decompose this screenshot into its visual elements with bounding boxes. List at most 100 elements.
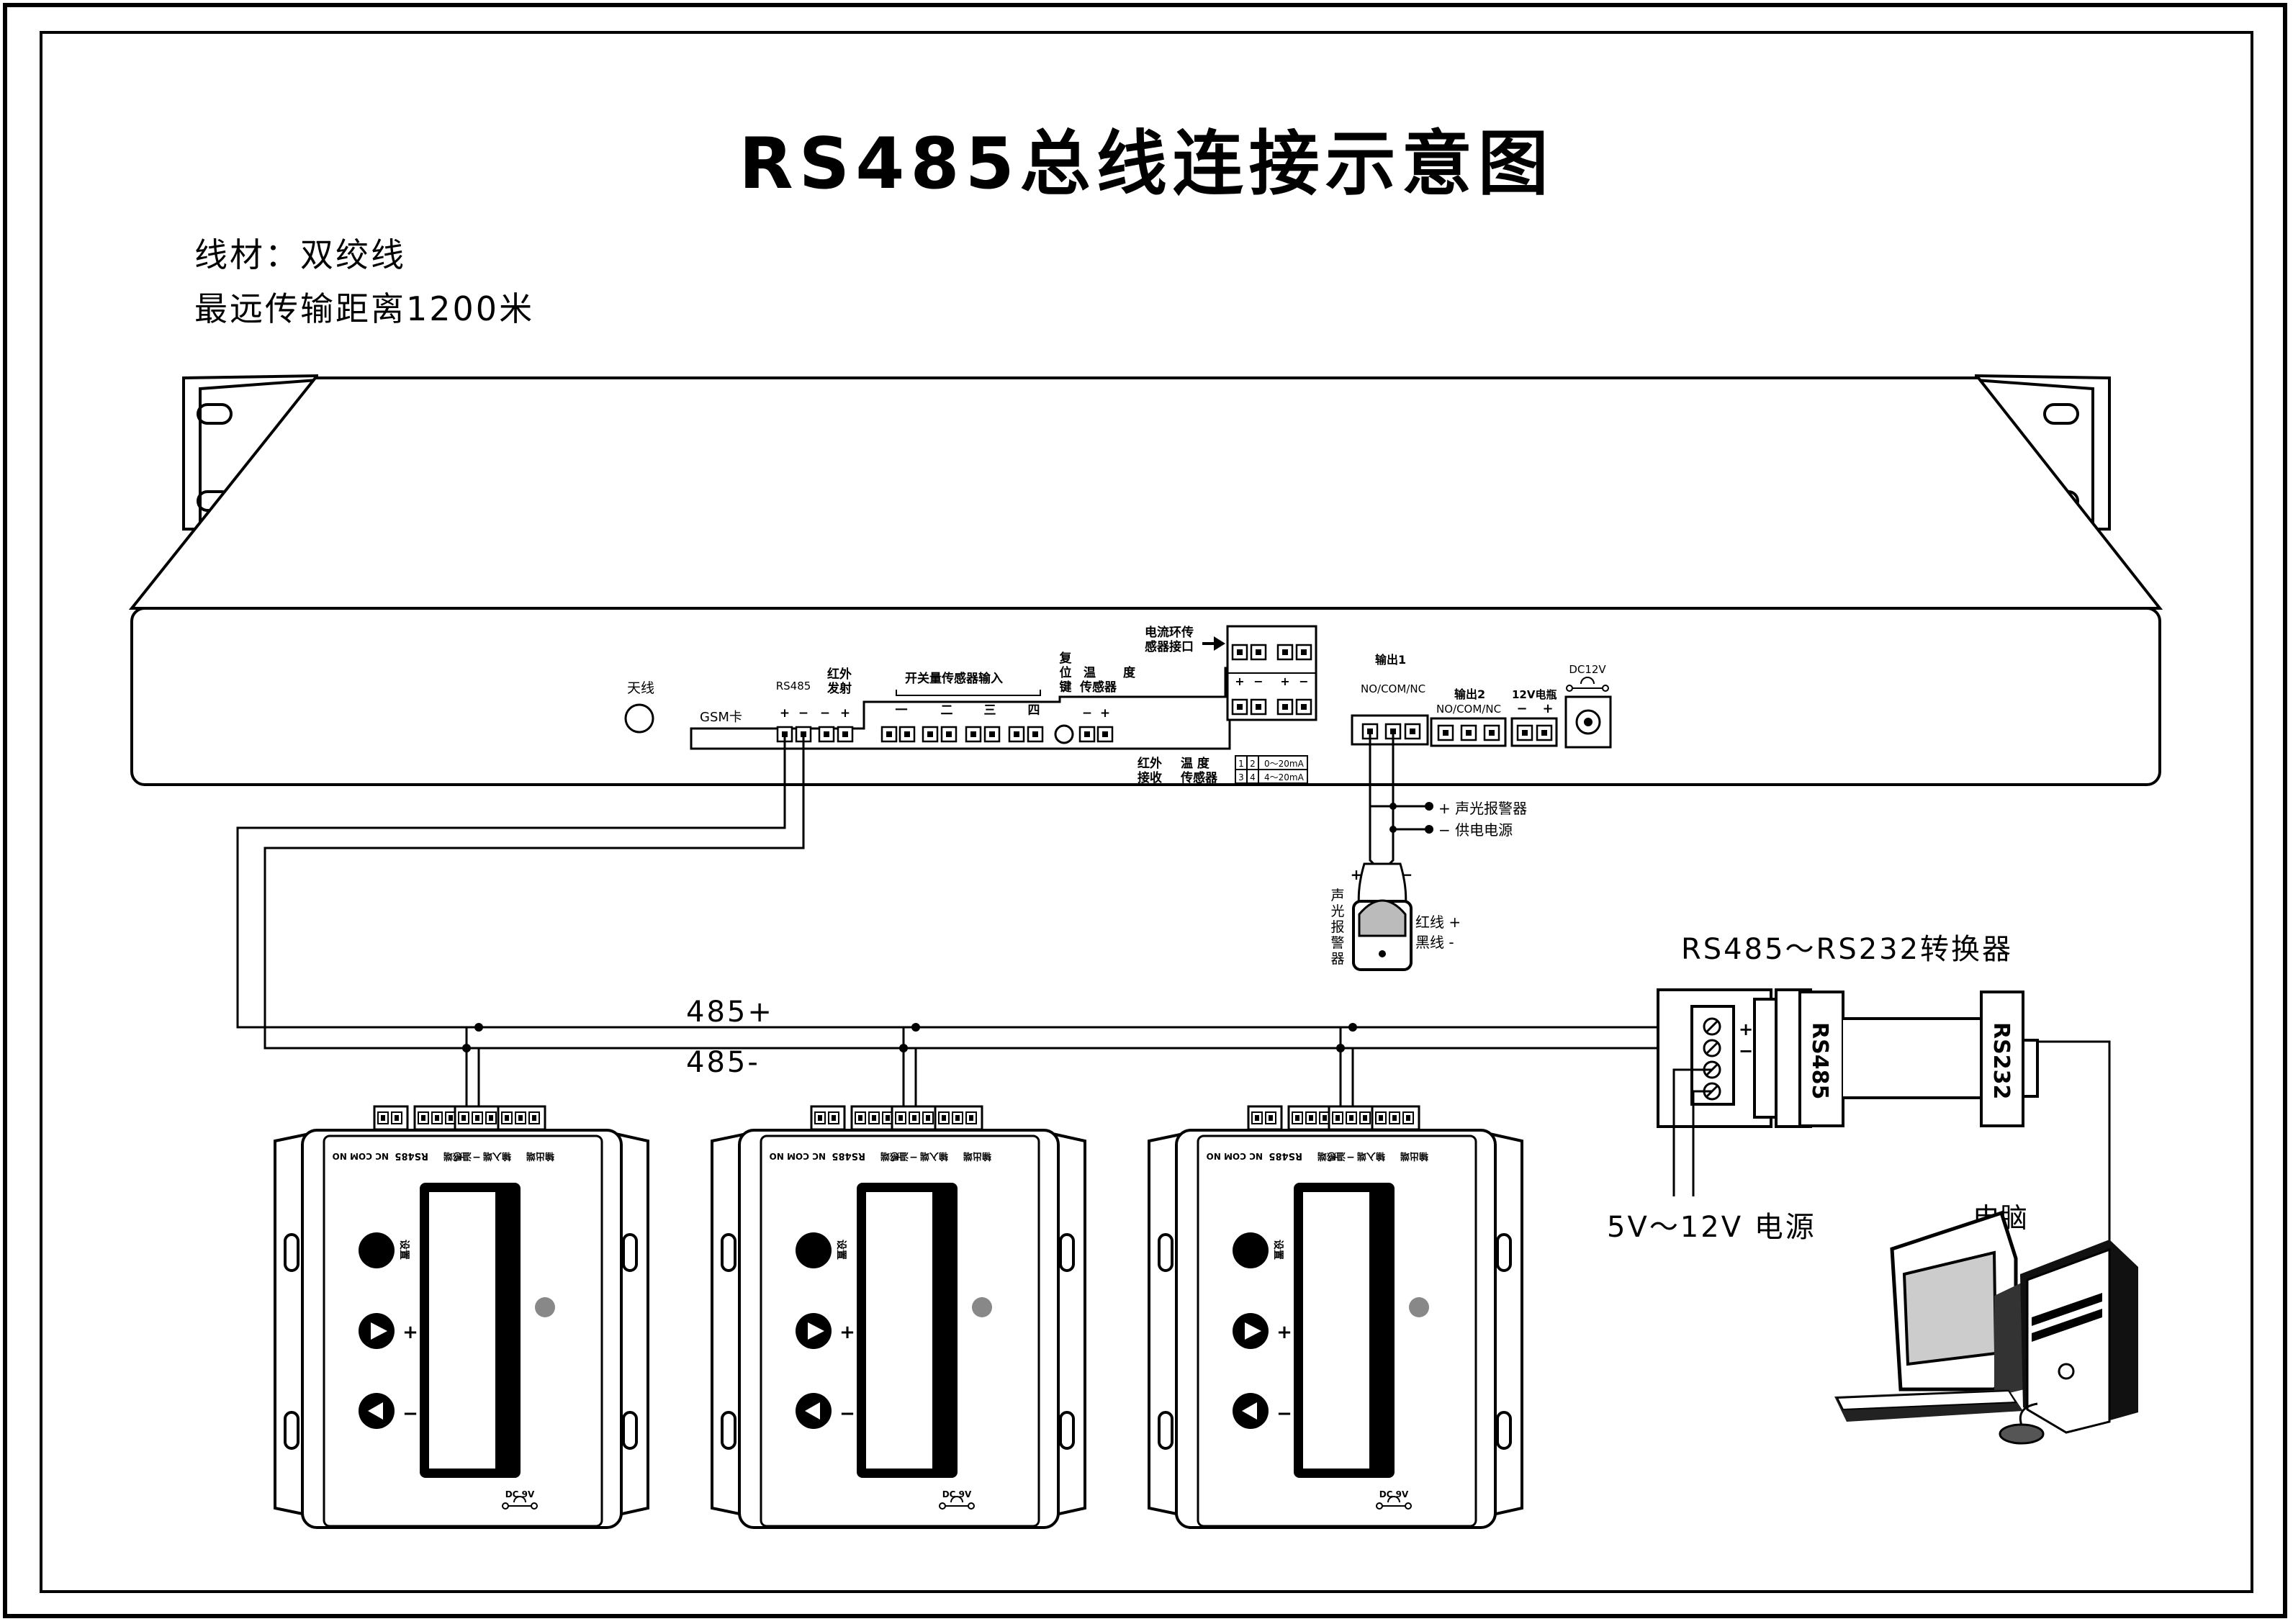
set-button[interactable]	[1233, 1232, 1269, 1268]
temp-humidity-sensor-label: 温 度	[1181, 756, 1210, 771]
svg-text:−: −	[1276, 1403, 1292, 1425]
converter-screw-terminal	[1703, 1039, 1721, 1057]
dc-polarity-icon	[1566, 677, 1609, 692]
rack-ear-slot	[2043, 403, 2079, 425]
switch-sensor-input-label: 开关量传感器输入	[905, 671, 1003, 686]
rack-top-panel	[128, 376, 2163, 610]
svg-text:0～20mA: 0～20mA	[1264, 759, 1305, 769]
mounting-slot	[1496, 1233, 1512, 1272]
mounting-slot	[622, 1233, 638, 1272]
svg-text:输入端: 输入端	[483, 1150, 511, 1162]
output2-terminal	[1437, 724, 1454, 741]
svg-text:+: +	[1542, 701, 1553, 716]
mounting-slot	[284, 1233, 299, 1272]
set-button[interactable]	[796, 1232, 832, 1268]
output1-terminal	[1404, 723, 1421, 740]
svg-text:位: 位	[1060, 665, 1072, 680]
rs232-cable	[2037, 1040, 2111, 1256]
svg-text:+: +	[1280, 675, 1289, 688]
dc-polarity-icon	[502, 1496, 538, 1510]
dc-polarity-icon	[939, 1496, 975, 1510]
mounting-slot	[721, 1411, 736, 1450]
svg-text:+: +	[1330, 1152, 1339, 1163]
svg-text:温感端: 温感端	[880, 1150, 909, 1162]
battery-terminal	[1536, 724, 1553, 741]
rack-ear-slot	[197, 403, 233, 425]
svg-text:%: %	[500, 1454, 511, 1464]
ir-emit-terminal	[818, 726, 835, 743]
black-wire-label: 黑线 -	[1415, 934, 1454, 951]
output2-terminal	[1483, 724, 1500, 741]
mounting-slot	[284, 1411, 299, 1450]
ir-emit-terminal	[837, 726, 854, 743]
temp-sensor-terminal	[1078, 726, 1096, 743]
svg-text:键: 键	[1060, 680, 1072, 695]
lcd-screen	[1303, 1192, 1369, 1469]
svg-text:%: %	[937, 1454, 948, 1464]
svg-text:温度: 温度	[937, 1245, 949, 1266]
svg-text:2: 2	[1250, 759, 1256, 769]
svg-text:−: −	[820, 706, 830, 721]
alarm-plus-label: + 声光报警器	[1438, 800, 1527, 817]
converter-title: RS485～RS232转换器	[1681, 933, 2013, 966]
svg-text:设置: 设置	[1272, 1240, 1284, 1260]
svg-text:光: 光	[1330, 903, 1344, 919]
svg-text:RS485: RS485	[832, 1150, 865, 1161]
inner-frame	[40, 31, 2253, 1593]
reverse-icon	[368, 1402, 383, 1420]
dc-polarity-icon	[1376, 1496, 1412, 1510]
red-wire-label: 红线 +	[1415, 914, 1461, 931]
battery-12v-label: 12V电瓶	[1512, 688, 1557, 701]
converter-power-label: 5V～12V 电源	[1607, 1211, 1816, 1244]
reverse-icon	[1242, 1402, 1257, 1420]
antenna-connector	[624, 703, 654, 734]
set-button[interactable]	[359, 1232, 395, 1268]
output2-terminals-label: NO/COM/NC	[1436, 703, 1501, 716]
svg-text:报: 报	[1330, 919, 1344, 935]
svg-text:−: −	[402, 1403, 418, 1425]
mounting-slot	[1059, 1233, 1075, 1272]
channel-1-label: 一	[896, 703, 908, 718]
svg-text:度: 度	[1123, 665, 1136, 680]
bus-negative-label: 485-	[686, 1046, 760, 1079]
svg-text:−: −	[472, 1152, 481, 1163]
play-icon	[1245, 1322, 1261, 1340]
svg-text:+: +	[840, 706, 850, 721]
status-led	[1409, 1297, 1429, 1317]
svg-text:温度: 温度	[1374, 1245, 1386, 1266]
svg-text:+: +	[1235, 675, 1244, 688]
svg-text:−: −	[1253, 675, 1263, 688]
channel-2-label: 二	[941, 703, 953, 718]
mounting-slot	[622, 1411, 638, 1450]
mounting-slot	[721, 1233, 736, 1272]
svg-text:1: 1	[1238, 759, 1244, 769]
svg-text:−: −	[1082, 706, 1092, 721]
ir-emit-label: 发射	[826, 681, 852, 696]
svg-text:℃: ℃	[500, 1314, 511, 1326]
svg-text:DC 9V: DC 9V	[942, 1489, 972, 1499]
converter-rs485-label: RS485	[1807, 1022, 1832, 1099]
svg-text:湿度: 湿度	[500, 1382, 512, 1403]
play-icon	[371, 1322, 387, 1340]
lcd-screen	[429, 1192, 495, 1469]
svg-text:输出端: 输出端	[963, 1150, 991, 1162]
svg-text:−: −	[839, 1403, 855, 1425]
rs485-rs232-converter	[1657, 988, 2039, 1128]
svg-text:SET: SET	[1243, 1243, 1253, 1263]
svg-text:RS485: RS485	[395, 1150, 428, 1161]
svg-text:湿度: 湿度	[937, 1382, 949, 1403]
current-loop-label: 电流环传	[1145, 625, 1194, 640]
note-wire-material: 线材：双绞线	[194, 235, 406, 274]
gsm-card-label: GSM卡	[700, 710, 742, 725]
ir-receive-label: 红外	[1138, 756, 1162, 771]
svg-text:℃: ℃	[1374, 1314, 1385, 1326]
svg-text:SET: SET	[806, 1243, 816, 1263]
svg-text:湿度: 湿度	[1374, 1382, 1386, 1403]
svg-text:%: %	[1374, 1454, 1385, 1464]
svg-text:+: +	[1100, 706, 1110, 721]
